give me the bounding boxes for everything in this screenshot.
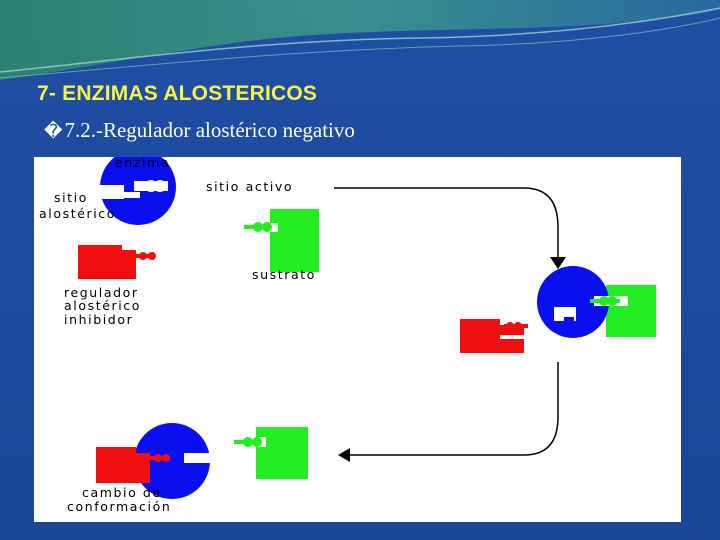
inhibitor-free — [78, 245, 156, 279]
arrow-bottom — [350, 362, 559, 456]
inhibited-enzyme — [96, 423, 218, 499]
arrow-top-head — [550, 257, 566, 269]
label-alosterico-reg: alostérico — [64, 298, 141, 313]
label-sustrato: sustrato — [252, 267, 316, 282]
arrow-bottom-head — [338, 448, 350, 462]
diagram-panel: enzima sitio alostérico sitio activo sus… — [34, 157, 681, 522]
background-wave — [0, 0, 720, 80]
arrow-top — [334, 187, 559, 257]
allosteric-diagram: enzima sitio alostérico sitio activo sus… — [39, 157, 656, 514]
slide-title: 7- ENZIMAS ALOSTERICOS — [37, 82, 318, 105]
label-sitio: sitio — [54, 190, 88, 205]
enzyme-substrate-complex — [537, 266, 656, 338]
slide-subtitle: �7.2.-Regulador alostérico negativo — [44, 118, 355, 143]
label-sitio-activo: sitio activo — [206, 179, 293, 194]
inhibitor-approaching — [460, 319, 528, 353]
substrate-released — [232, 427, 308, 479]
subtitle-text: 7.2.-Regulador alostérico negativo — [64, 118, 355, 142]
label-inhibidor: inhibidor — [64, 312, 133, 327]
substrate-free — [240, 209, 319, 272]
label-regulador: regulador — [64, 285, 139, 300]
label-conformacion: conformación — [67, 499, 171, 514]
bullet-glyph: � — [44, 121, 63, 142]
free-enzyme — [98, 157, 176, 225]
label-alosterico-site: alostérico — [39, 206, 116, 221]
label-enzima: enzima — [115, 157, 170, 170]
label-cambio: cambio de — [82, 485, 162, 500]
